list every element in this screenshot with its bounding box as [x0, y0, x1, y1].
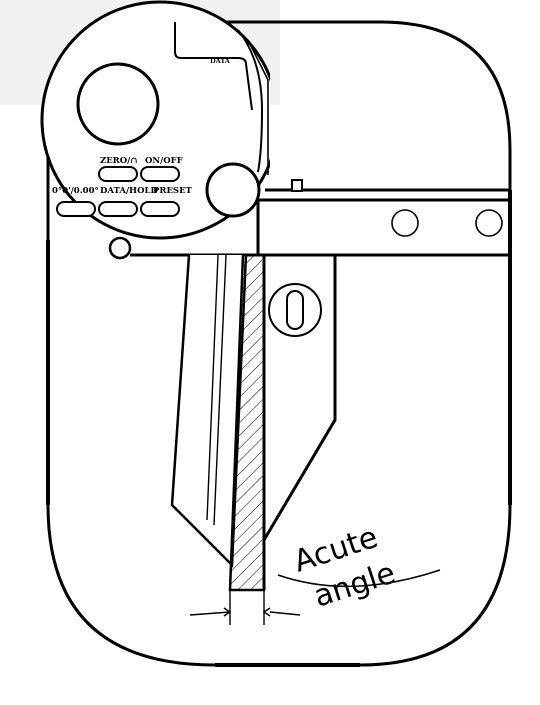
- preset-label: PRESET: [153, 186, 193, 196]
- display-window: [174, 22, 253, 111]
- data-label: DATA: [210, 57, 231, 65]
- units-label: 0°0'/0.00°: [52, 186, 99, 196]
- angle-dim-lines: [189, 590, 301, 625]
- on-off-label: ON/OFF: [145, 156, 183, 166]
- angle-arc: [277, 569, 441, 588]
- arm-tab: [291, 179, 303, 192]
- arm-hole-2: [475, 209, 503, 237]
- zero-label: ZERO/∩: [100, 156, 137, 166]
- blade-inner-lines: [206, 254, 227, 526]
- data-hold-button[interactable]: [98, 201, 138, 217]
- zero-button[interactable]: [98, 166, 138, 182]
- on-off-button[interactable]: [140, 166, 180, 182]
- data-hold-label: DATA/HOLD: [100, 186, 158, 196]
- dial-bezel-inner: [247, 39, 269, 175]
- housing-outline: [46, 20, 512, 667]
- large-knob: [76, 62, 160, 146]
- angle-dim-arrows: [223, 607, 271, 617]
- arm-hole-1: [391, 209, 419, 237]
- slot-screw-slot: [286, 290, 304, 330]
- pivot-knob: [205, 162, 261, 218]
- units-button[interactable]: [56, 201, 96, 217]
- small-foot: [108, 236, 132, 260]
- dial-bezel: [237, 29, 264, 173]
- preset-button[interactable]: [140, 201, 180, 217]
